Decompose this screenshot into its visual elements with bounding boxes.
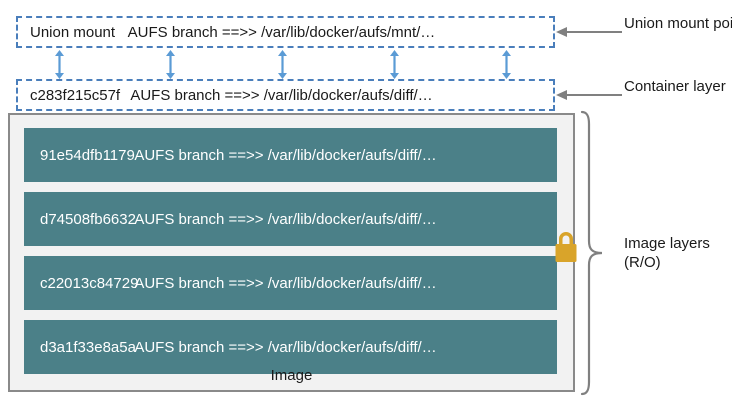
bidirectional-arrow-icon: [54, 50, 65, 79]
curly-brace-icon: [578, 110, 604, 396]
image-layer-row: c22013c84729 AUFS branch ==>> /var/lib/d…: [24, 256, 557, 310]
image-layer-path-label: AUFS branch ==>> /var/lib/docker/aufs/di…: [134, 274, 437, 292]
image-layer-id-label: d3a1f33e8a5a: [40, 338, 136, 356]
union-mount-box: Union mount AUFS branch ==>> /var/lib/do…: [16, 16, 555, 48]
image-layer-path-label: AUFS branch ==>> /var/lib/docker/aufs/di…: [134, 146, 437, 164]
container-layer-box: c283f215c57f AUFS branch ==>> /var/lib/d…: [16, 79, 555, 111]
callout-label-container-layer: Container layer: [624, 78, 726, 95]
image-layer-path-label: AUFS branch ==>> /var/lib/docker/aufs/di…: [134, 210, 437, 228]
image-layer-row: d74508fb6632 AUFS branch ==>> /var/lib/d…: [24, 192, 557, 246]
union-mount-id-label: Union mount: [30, 23, 116, 41]
bidirectional-arrow-icon: [165, 50, 176, 79]
bidirectional-arrow-icon: [277, 50, 288, 79]
image-container: 91e54dfb1179 AUFS branch ==>> /var/lib/d…: [8, 113, 575, 392]
image-layer-id-label: c22013c84729: [40, 274, 139, 292]
callout-label-image-layers: Image layers (R/O): [624, 235, 710, 271]
union-mount-path-label: AUFS branch ==>> /var/lib/docker/aufs/mn…: [127, 23, 436, 41]
image-layer-id-label: d74508fb6632: [40, 210, 136, 228]
image-layer-id-label: 91e54dfb1179: [40, 146, 135, 164]
image-caption-label: Image: [270, 367, 313, 384]
container-layer-path-label: AUFS branch ==>> /var/lib/docker/aufs/di…: [130, 86, 433, 104]
bidirectional-arrow-icon: [501, 50, 512, 79]
lock-icon: [550, 228, 582, 268]
container-layer-id-label: c283f215c57f: [30, 86, 121, 104]
left-arrow-icon: [556, 88, 622, 102]
callout-label-union-mount-point: Union mount point: [624, 15, 732, 32]
image-layer-row: 91e54dfb1179 AUFS branch ==>> /var/lib/d…: [24, 128, 557, 182]
image-layer-path-label: AUFS branch ==>> /var/lib/docker/aufs/di…: [134, 338, 437, 356]
left-arrow-icon: [556, 25, 622, 39]
bidirectional-arrow-icon: [389, 50, 400, 79]
image-layer-row: d3a1f33e8a5a AUFS branch ==>> /var/lib/d…: [24, 320, 557, 374]
